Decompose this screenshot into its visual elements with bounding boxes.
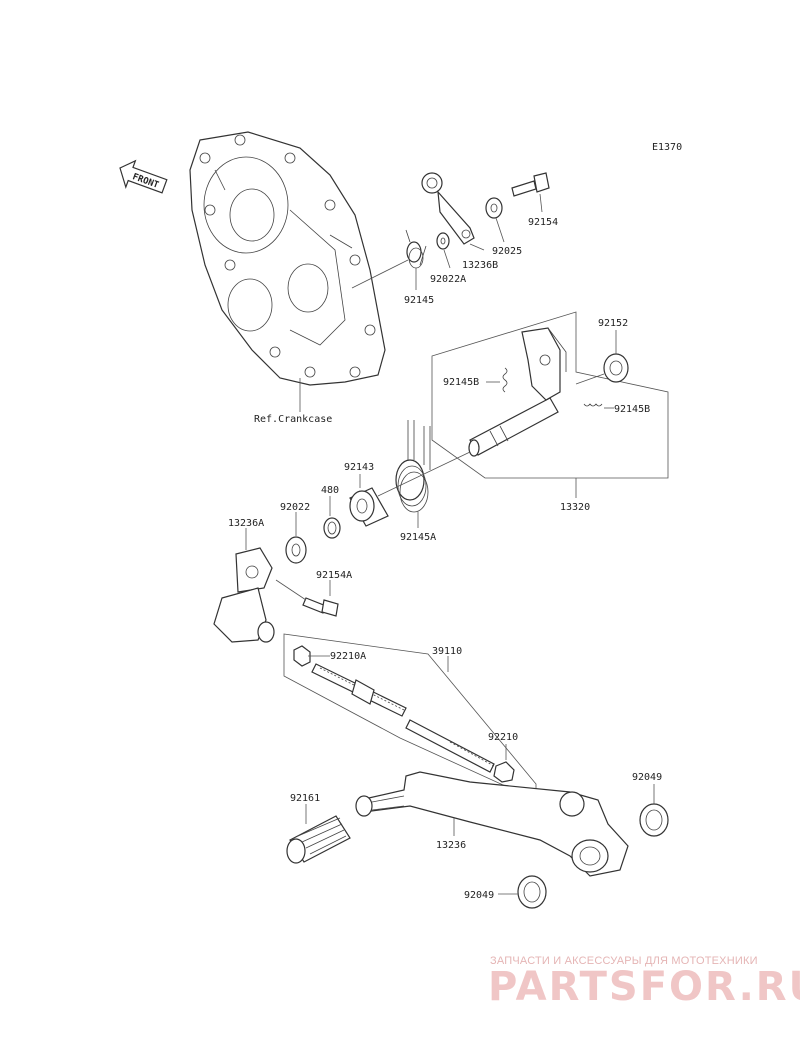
label-92143: 92143	[344, 462, 374, 473]
crankcase-cover	[189, 131, 386, 386]
part-13236b-arm	[421, 172, 475, 245]
label-92145b-left: 92145B	[443, 377, 479, 388]
part-92145b-spring-right	[583, 403, 603, 407]
watermark-brand: PARTSFOR.RU	[488, 964, 800, 1010]
label-92022: 92022	[280, 502, 310, 513]
part-92154a-bolt	[302, 597, 339, 617]
part-39110-tie-rod	[311, 663, 495, 773]
part-13236a-lever	[213, 547, 275, 643]
part-92022a-washer	[436, 232, 450, 250]
label-39110: 39110	[432, 646, 462, 657]
label-92154: 92154	[528, 217, 558, 228]
label-13236b: 13236B	[462, 260, 498, 271]
label-92022a: 92022A	[430, 274, 466, 285]
label-13236: 13236	[436, 840, 466, 851]
label-92145a: 92145A	[400, 532, 436, 543]
part-92049-seal-top	[639, 803, 669, 837]
label-13236a: 13236A	[228, 518, 264, 529]
part-13236-shift-pedal	[355, 771, 629, 877]
label-92152: 92152	[598, 318, 628, 329]
part-92210-nut	[493, 761, 515, 783]
ref-crankcase-label: Ref.Crankcase	[254, 414, 332, 425]
part-92210a-nut	[293, 645, 311, 667]
part-92022-washer	[285, 536, 307, 564]
part-92145a-spring	[395, 420, 431, 513]
part-92161-rubber	[286, 815, 351, 864]
label-480: 480	[321, 485, 339, 496]
label-92025: 92025	[492, 246, 522, 257]
part-13320-shift-shaft	[468, 327, 567, 457]
part-92143-collar	[349, 487, 389, 527]
label-92049-top: 92049	[632, 772, 662, 783]
label-92145b-right: 92145B	[614, 404, 650, 415]
part-92145b-spring-left	[502, 367, 508, 393]
label-92154a: 92154A	[316, 570, 352, 581]
front-arrow-icon: FRONT	[119, 159, 168, 194]
part-92049-seal-bottom	[517, 875, 547, 909]
label-92145: 92145	[404, 295, 434, 306]
part-92154-bolt	[511, 172, 550, 197]
label-92161: 92161	[290, 793, 320, 804]
watermark-tagline: ЗАПЧАСТИ И АКСЕССУАРЫ ДЛЯ МОТОТЕХНИКИ	[490, 955, 758, 967]
bracket-13320	[431, 311, 669, 479]
diagram-code: E1370	[652, 142, 682, 153]
part-92145-spring	[405, 229, 427, 269]
label-92210a: 92210A	[330, 651, 366, 662]
label-92210: 92210	[488, 732, 518, 743]
part-92152-seal	[603, 353, 629, 383]
label-92049-bottom: 92049	[464, 890, 494, 901]
label-13320: 13320	[560, 502, 590, 513]
part-92025-washer	[485, 197, 503, 219]
part-480-circlip	[323, 517, 341, 539]
